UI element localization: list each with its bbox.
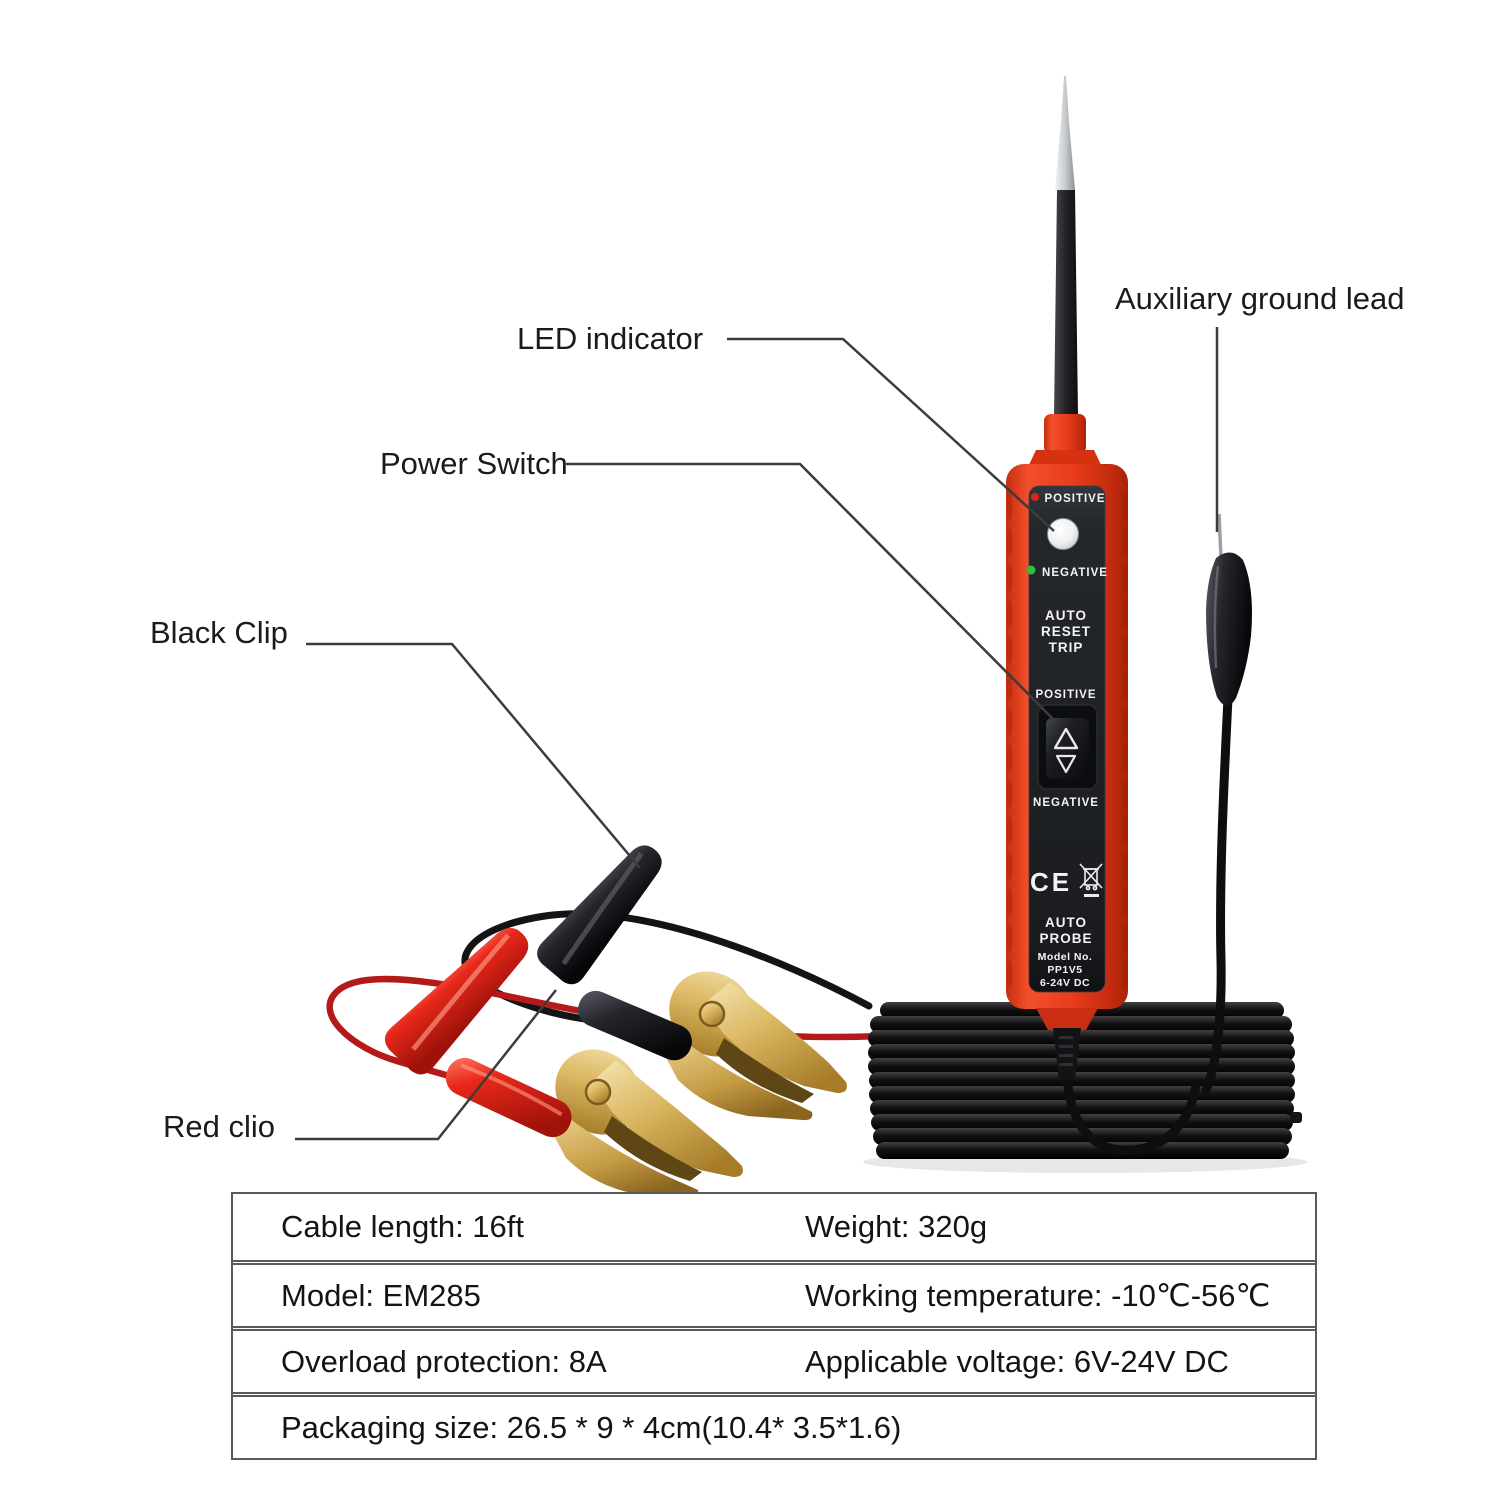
spec-cell-weight: Weight: 320g (805, 1209, 988, 1244)
switch-up-icon (1053, 727, 1079, 750)
svg-text:6-24V DC: 6-24V DC (1040, 977, 1090, 989)
spec-cell-working-temperature: Working temperature: -10℃-56℃ (805, 1277, 1271, 1313)
auto-reset-trip-label: AUTO RESET TRIP (1041, 608, 1091, 655)
black-clip (537, 845, 847, 1121)
red-clip-rivet (584, 1078, 612, 1106)
aux-lead-cable (1201, 693, 1233, 1095)
spec-row: Packaging size: 26.5 * 9 * 4cm(10.4* 3.5… (233, 1392, 1315, 1458)
svg-text:AUTO: AUTO (1045, 608, 1087, 623)
callout-label-power-switch: Power Switch (380, 446, 568, 481)
callout-label-led-indicator: LED indicator (517, 321, 704, 356)
black-clip-handle (537, 845, 662, 985)
weee-icon (1079, 863, 1103, 897)
positive-indicator-label: POSITIVE (1044, 493, 1105, 505)
black-wire (461, 910, 873, 1024)
probe-collar (1044, 414, 1086, 454)
positive-indicator-dot (1031, 493, 1039, 501)
cable-coil (868, 1002, 1302, 1159)
probe-needle (1055, 76, 1075, 190)
ce-mark: CE (1030, 867, 1072, 897)
probe-bottom-cap (1036, 1008, 1098, 1030)
black-clip-cable-boot (578, 990, 692, 1061)
auto-probe-label: AUTO PROBE (1039, 915, 1092, 946)
spec-cell-cable-length: Cable length: 16ft (281, 1209, 525, 1244)
power-switch (1037, 704, 1098, 790)
red-clip-handle (384, 927, 529, 1075)
spec-cell-packaging-size: Packaging size: 26.5 * 9 * 4cm(10.4* 3.5… (281, 1409, 902, 1445)
aux-clip-pin (1217, 513, 1223, 559)
svg-text:RESET: RESET (1041, 624, 1091, 639)
svg-text:AUTO: AUTO (1045, 915, 1087, 930)
black-clip-upper-jaw (704, 982, 847, 1093)
spec-cell-model: Model: EM285 (281, 1277, 481, 1313)
negative-indicator-label: NEGATIVE (1042, 567, 1108, 579)
negative-indicator-dot (1026, 565, 1036, 575)
callout-lines (295, 327, 1219, 1141)
svg-text:Model No.: Model No. (1038, 951, 1093, 963)
model-info: Model No. PP1V5 6-24V DC (1038, 951, 1093, 989)
callout-line-power-switch (566, 462, 1057, 723)
callout-line-black-clip (306, 642, 641, 869)
black-clip-lower-jaw (664, 1038, 813, 1121)
svg-text:PROBE: PROBE (1039, 931, 1092, 946)
callout-line-led-indicator (727, 337, 1055, 532)
callout-label-aux-ground: Auxiliary ground lead (1115, 281, 1405, 316)
spec-row: Model: EM285 Working temperature: -10℃-5… (233, 1260, 1315, 1326)
red-clip-lower-jaw (552, 1116, 699, 1198)
spec-row: Cable length: 16ft Weight: 320g (233, 1194, 1315, 1260)
probe-cable (1062, 1071, 1201, 1155)
spec-table: Cable length: 16ft Weight: 320g Model: E… (231, 1192, 1317, 1460)
red-clip-cable-boot (445, 1057, 572, 1138)
switch-down-icon (1055, 754, 1077, 774)
led-indicator-light (1047, 518, 1079, 550)
spec-cell-applicable-voltage: Applicable voltage: 6V-24V DC (805, 1343, 1229, 1379)
black-clip-jaw-gap (716, 1038, 814, 1103)
red-clip (384, 927, 743, 1198)
spec-cell-overload-protection: Overload protection: 8A (281, 1343, 607, 1379)
black-clip-rivet (698, 1000, 726, 1028)
switch-negative-label: NEGATIVE (1033, 797, 1099, 809)
red-clip-jaw-gap (604, 1116, 702, 1181)
callout-label-black-clip: Black Clip (150, 615, 288, 650)
switch-positive-label: POSITIVE (1035, 689, 1096, 701)
aux-ground-clip (1206, 513, 1252, 706)
callout-line-red-clip (295, 989, 557, 1141)
svg-text:PP1V5: PP1V5 (1047, 964, 1082, 976)
callout-label-red-clip: Red clio (163, 1109, 275, 1144)
spec-row: Overload protection: 8A Applicable volta… (233, 1326, 1315, 1392)
red-clip-upper-jaw (592, 1060, 743, 1177)
svg-text:TRIP: TRIP (1049, 640, 1084, 655)
probe-device: POSITIVE NEGATIVE AUTO RESET TRIP POSITI… (1006, 76, 1128, 1080)
probe-shaft (1054, 190, 1078, 416)
